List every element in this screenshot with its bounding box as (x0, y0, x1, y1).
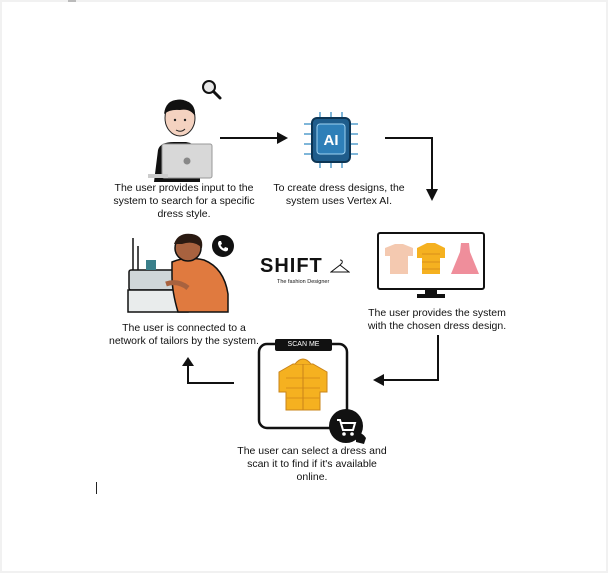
page-mark (68, 0, 76, 2)
arrow-right-down (385, 137, 438, 201)
qr-frame-icon (257, 342, 349, 430)
caption-tailor: The user is connected to a network of ta… (109, 322, 259, 347)
tailor-illustration (127, 233, 229, 313)
caption-scan: The user can select a dress and scan it … (237, 445, 387, 483)
arrow-right (220, 132, 288, 144)
user-laptop-illustration (148, 99, 213, 182)
hanger-icon (330, 259, 350, 273)
arrow-down-left (373, 335, 439, 386)
logo-tagline: The fashion Designer (277, 279, 330, 285)
logo-name: SHIFT (260, 255, 323, 277)
text-cursor (96, 482, 97, 494)
cart-icon[interactable] (328, 408, 370, 446)
jacket-image (278, 358, 328, 411)
phone-icon (212, 235, 234, 257)
ai-chip-label: AI (324, 132, 339, 149)
caption-display: The user provides the system with the ch… (367, 307, 507, 332)
caption-search: The user provides input to the system to… (113, 182, 255, 220)
scan-badge: SCAN ME (275, 339, 332, 351)
ai-chip-icon: AI (304, 112, 358, 168)
laptop-icon (148, 143, 213, 179)
monitor-icon (377, 232, 485, 298)
sewing-machine-icon (127, 238, 189, 313)
search-icon (202, 80, 222, 100)
arrow-left-up (182, 357, 234, 384)
caption-ai: To create dress designs, the system uses… (273, 182, 405, 207)
